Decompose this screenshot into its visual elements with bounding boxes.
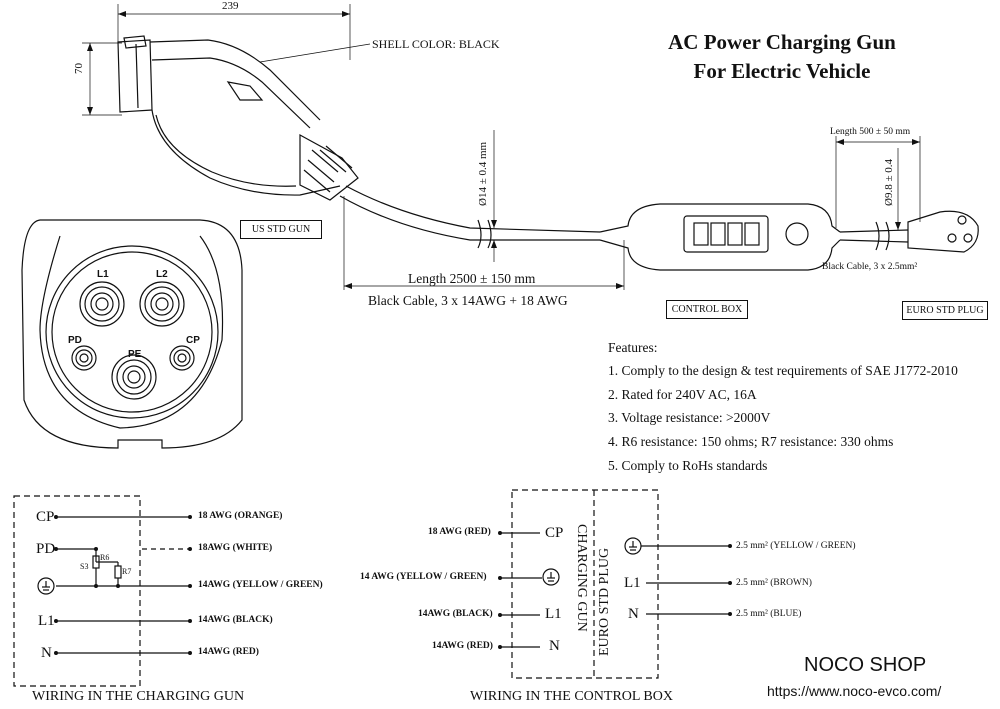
feature-item: 2. Rated for 240V AC, 16A [608,387,757,402]
gun-pin-cp: CP [36,509,55,525]
wiring-gun-drawing [13,495,190,687]
feature-item: 4. R6 resistance: 150 ohms; R7 resistanc… [608,434,894,449]
box-left-wire-label: 18 AWG (RED) [428,527,491,537]
box-right-wire-label: 2.5 mm² (BROWN) [736,578,812,588]
box-plug-pin-n: N [628,606,639,622]
charging-gun-drawing [82,4,625,290]
euro-std-plug-label: EURO STD PLUG [902,301,988,320]
title-line-1: AC Power Charging Gun [668,30,896,54]
gun-wire-label: 18 AWG (ORANGE) [198,511,283,521]
us-std-gun-label: US STD GUN [240,220,322,239]
box-pin-l1: L1 [545,606,562,622]
wiring-box-caption: WIRING IN THE CONTROL BOX [470,689,673,704]
control-box-label: CONTROL BOX [666,300,748,319]
gun-pin-n: N [41,645,52,661]
control-box-drawing [599,136,979,271]
box-plug-pin-l1: L1 [624,575,641,591]
box-euro-plug-title: EURO STD PLUG [597,547,612,656]
gun-height-dimension: 70 [73,63,85,74]
shop-url-link[interactable]: https://www.noco-evco.com/ [767,683,942,699]
feature-item: 1. Comply to the design & test requireme… [608,363,958,378]
feature-item: 3. Voltage resistance: >2000V [608,410,771,425]
plug-cable-length: Length 500 ± 50 mm [830,127,911,137]
gun-pin-pd: PD [36,541,56,557]
wiring-box-drawing [500,489,730,679]
gun-width-dimension: 239 [222,0,239,12]
gun-pin-l1: L1 [38,613,55,629]
box-left-wire-label: 14 AWG (YELLOW / GREEN) [360,572,487,582]
pin-label-pe: PE [128,349,142,360]
pin-label-pd: PD [68,335,82,346]
cable-spec: Black Cable, 3 x 14AWG + 18 AWG [368,293,568,308]
box-left-wire-label: 14AWG (BLACK) [418,609,493,619]
connector-face-drawing [21,219,243,449]
box-pin-cp: CP [545,525,564,541]
cable-length: Length 2500 ± 150 mm [408,271,536,286]
feature-item: 5. Comply to RoHs standards [608,458,768,473]
title-line-2: For Electric Vehicle [693,59,871,83]
box-left-wire-label: 14AWG (RED) [432,641,493,651]
features-heading: Features: [608,340,658,355]
pin-label-l2: L2 [156,269,168,280]
gun-wire-label: 18AWG (WHITE) [198,543,273,553]
pin-label-cp: CP [186,335,200,346]
gun-wire-label: 14AWG (BLACK) [198,615,273,625]
box-right-wire-label: 2.5 mm² (BLUE) [736,609,802,619]
plug-cable-diameter: Ø9.8 ± 0.4 [883,159,895,206]
shop-name: NOCO SHOP [804,654,927,676]
plug-cable-spec: Black Cable, 3 x 2.5mm² [822,262,918,272]
pin-label-l1: L1 [97,269,109,280]
cable-diameter: Ø14 ± 0.4 mm [477,141,489,206]
box-pin-n: N [549,638,560,654]
resistor-r7-label: R7 [122,567,132,576]
gun-wire-label: 14AWG (YELLOW / GREEN) [198,580,323,590]
gun-wire-label: 14AWG (RED) [198,647,259,657]
shell-color-label: SHELL COLOR: BLACK [372,37,500,51]
wiring-gun-caption: WIRING IN THE CHARGING GUN [32,689,245,704]
box-charging-gun-title: CHARGING GUN [574,524,589,632]
resistor-r6-label: R6 [100,553,110,562]
box-right-wire-label: 2.5 mm² (YELLOW / GREEN) [736,541,856,551]
switch-s3-label: S3 [80,562,89,571]
